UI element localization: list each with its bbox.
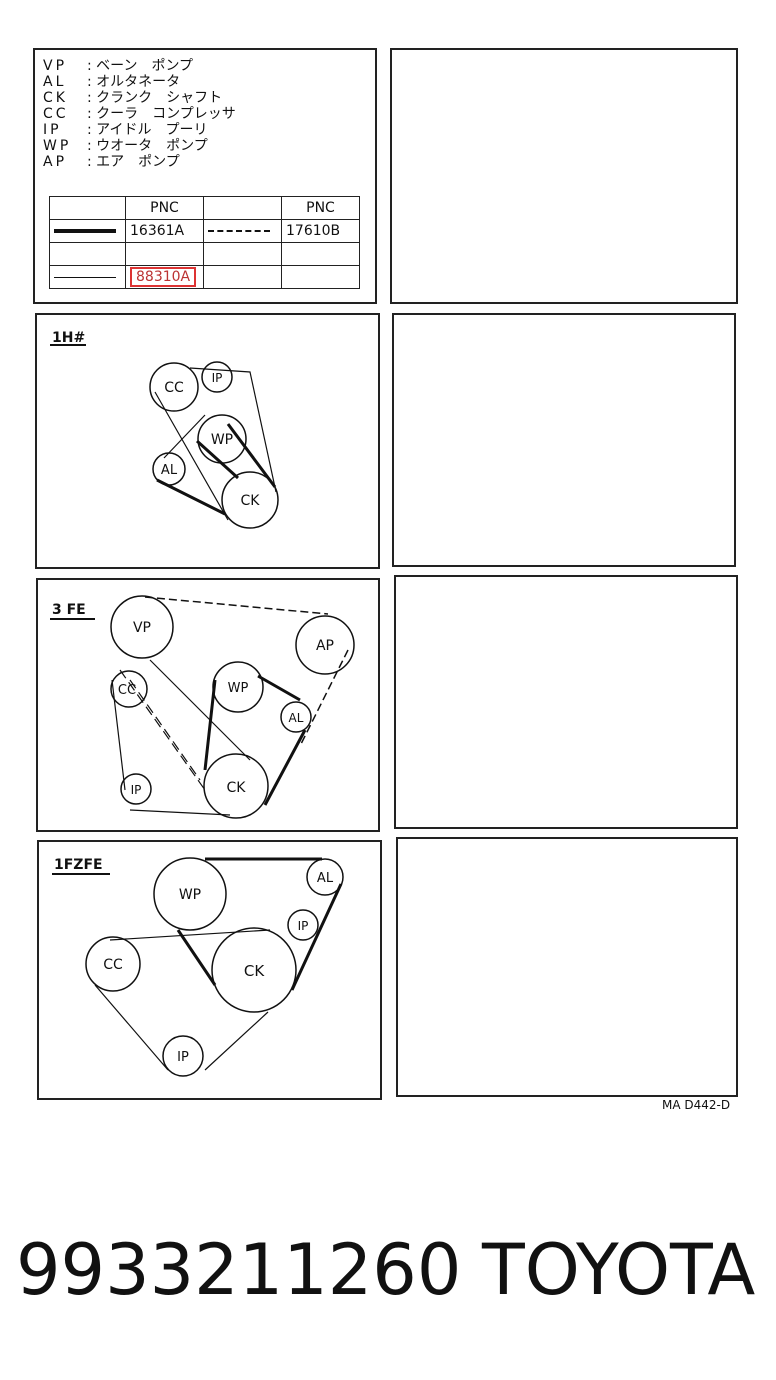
pulley-label: IP (177, 1050, 189, 1065)
legend-item: AL: オルタネータ (43, 74, 181, 90)
diagram-panel-1fzfe (37, 840, 382, 1100)
pnc-header: PNC (281, 196, 360, 220)
pulley-cc (85, 936, 141, 992)
pulley-al (280, 701, 312, 733)
legend-item: CK: クランク シャフト (43, 90, 223, 106)
pulley-label: IP (212, 371, 223, 385)
pulley-label: IP (298, 919, 309, 933)
pulley-label: VP (133, 620, 151, 636)
pulley-wp (153, 857, 227, 931)
pulley-label: WP (228, 681, 249, 696)
abbreviation-legend: VP: ベーン ポンプ AL: オルタネータ CK: クランク シャフト CC:… (43, 58, 236, 170)
pulley-ip (201, 361, 233, 393)
thin-line-swatch (54, 276, 116, 278)
brand-name: TOYOTA (482, 1229, 756, 1311)
empty-panel (392, 313, 736, 567)
legend-item: IP: アイドル プーリ (43, 122, 208, 138)
pnc-table: PNC PNC 16361A 17610B 88310A (49, 196, 360, 289)
pulley-label: CC (118, 683, 136, 698)
pulley-label: CC (164, 380, 184, 396)
legend-panel: VP: ベーン ポンプ AL: オルタネータ CK: クランク シャフト CC:… (33, 48, 377, 304)
engine-label: 1FZFE (54, 857, 103, 873)
pulley-label: AL (317, 871, 334, 886)
pulley-label: WP (211, 432, 233, 448)
pulley-ip (287, 909, 319, 941)
diagram-panel-3fe (36, 578, 380, 832)
figure-code: MA D442-D (662, 1098, 731, 1112)
belt-1fzfe (94, 857, 343, 1071)
legend-item: WP: ウオータ ポンプ (43, 138, 208, 154)
pulley-ap (295, 615, 355, 675)
legend-item: VP: ベーン ポンプ (43, 58, 194, 74)
pulley-label: CK (227, 780, 247, 796)
pnc-cell-highlighted: 88310A (130, 267, 197, 287)
pulley-label: AL (161, 463, 178, 478)
engine-label: 3 FE (52, 602, 86, 618)
pulley-ip (162, 1035, 204, 1077)
pulley-vp (110, 595, 174, 659)
diagram-panel-1h (35, 313, 380, 569)
pulley-wp (212, 661, 264, 713)
pulley-label: CC (103, 957, 123, 973)
pulley-label: CK (244, 962, 265, 980)
engine-label: 1H# (52, 330, 85, 346)
pulley-cc (149, 362, 199, 412)
belt-3fe (111, 596, 349, 816)
pulley-al (152, 452, 186, 486)
pulley-label: WP (179, 887, 201, 903)
pulley-label: AL (289, 711, 304, 725)
empty-panel (394, 575, 738, 829)
pnc-cell: 16361A (125, 219, 204, 243)
pulley-label: IP (131, 783, 142, 797)
part-number: 9933211260 (16, 1229, 462, 1311)
pulley-ip (120, 773, 152, 805)
pulley-label: AP (316, 638, 334, 654)
pulley-cc (110, 670, 148, 708)
pulley-al (306, 858, 344, 896)
solid-thick-line-swatch (54, 229, 116, 233)
legend-item: AP: エア ポンプ (43, 154, 180, 170)
pulley-wp (197, 414, 247, 464)
empty-panel (390, 48, 738, 304)
pulley-label: CK (241, 493, 261, 509)
legend-item: CC: クーラ コンプレッサ (43, 106, 236, 122)
pulley-ck (211, 927, 297, 1013)
empty-panel (396, 837, 738, 1097)
pulley-ck (221, 471, 279, 529)
dash-dot-line-swatch (208, 230, 270, 232)
pulley-ck (203, 753, 269, 819)
